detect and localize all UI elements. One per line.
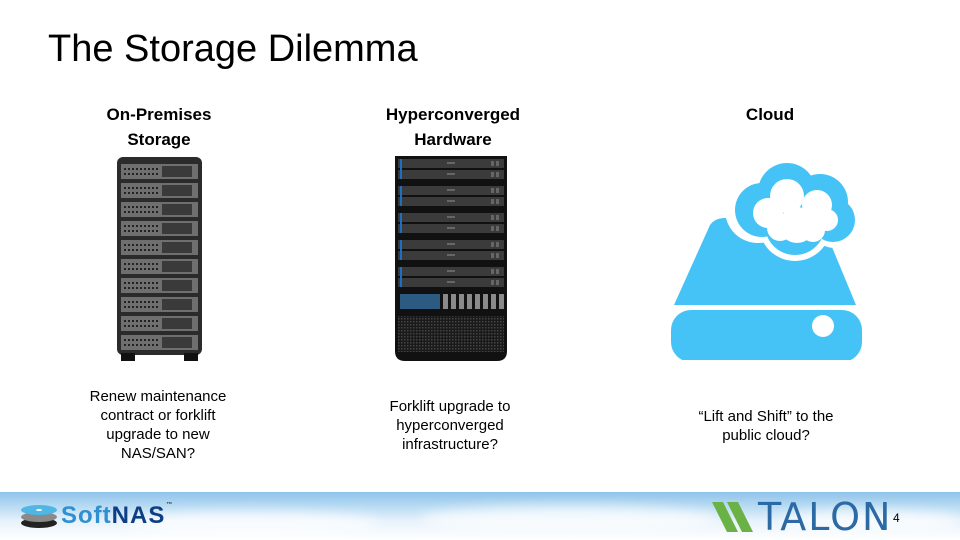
- column-heading-hyperconverged: Hyperconverged Hardware: [353, 102, 553, 152]
- heading-line: On-Premises: [106, 105, 212, 124]
- talon-slash-icon: [712, 502, 753, 532]
- column-description-cloud: “Lift and Shift” to the public cloud?: [656, 407, 876, 445]
- softnas-logo: SoftNAS™: [20, 502, 173, 530]
- sky-cloud: [780, 510, 960, 532]
- description-line: hyperconverged: [396, 417, 504, 434]
- cloud-drive-icon: [670, 155, 865, 360]
- sky-cloud: [120, 512, 380, 536]
- description-line: Renew maintenance: [89, 388, 227, 405]
- page-number: 4: [893, 511, 900, 525]
- description-line: NAS/SAN?: [120, 445, 196, 462]
- heading-line: Storage: [127, 130, 191, 149]
- talon-wordmark: TALON: [758, 495, 893, 539]
- description-line: “Lift and Shift” to the: [698, 408, 834, 425]
- slide-title: The Storage Dilemma: [48, 28, 418, 70]
- column-heading-on-premises: On-Premises Storage: [59, 102, 259, 152]
- sky-cloud: [420, 506, 720, 532]
- description-line: contract or forklift: [100, 407, 216, 424]
- column-description-hyperconverged: Forklift upgrade to hyperconverged infra…: [340, 397, 560, 454]
- column-heading-cloud: Cloud: [670, 102, 870, 127]
- heading-line: Hyperconverged: [385, 105, 521, 124]
- heading-line: Hardware: [414, 130, 492, 149]
- softnas-wordmark: SoftNAS™: [61, 502, 174, 529]
- server-rack-icon: [117, 157, 202, 361]
- column-description-on-premises: Renew maintenance contract or forklift u…: [48, 387, 268, 463]
- description-line: upgrade to new: [106, 426, 210, 443]
- heading-line: Cloud: [745, 105, 795, 124]
- disk-stack-icon: [21, 505, 57, 528]
- description-line: infrastructure?: [402, 436, 498, 453]
- footer-banner: [0, 492, 960, 540]
- hyperconverged-rack-icon: [395, 156, 507, 361]
- talon-logo: TALON: [712, 495, 893, 539]
- description-line: Forklift upgrade to: [389, 398, 511, 415]
- description-line: public cloud?: [722, 427, 810, 444]
